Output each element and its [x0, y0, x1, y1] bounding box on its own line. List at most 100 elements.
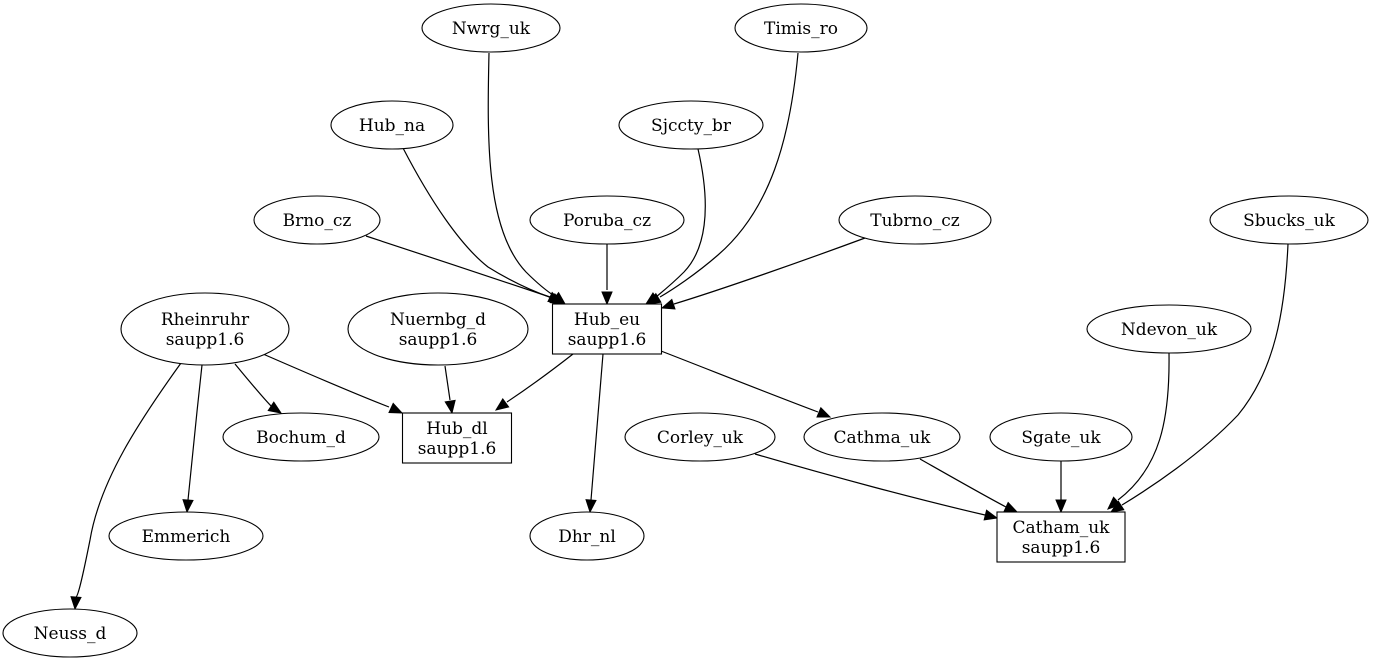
edge-line: [75, 362, 182, 598]
edge-line: [660, 350, 819, 413]
node-box: [996, 511, 1126, 563]
edge-line: [365, 235, 551, 298]
edge-line: [673, 237, 866, 305]
node-bochum-d[interactable]: Bochum_d: [222, 412, 380, 462]
node-brno-cz[interactable]: Brno_cz: [253, 195, 381, 245]
node-sublabel: saupp1.6: [399, 330, 478, 350]
arrowhead-icon: [644, 292, 660, 305]
node-hub-na[interactable]: Hub_na: [330, 100, 454, 150]
arrowhead-icon: [1109, 500, 1125, 513]
arrowhead-icon: [816, 406, 832, 418]
edge-line: [234, 363, 273, 408]
node-sublabel: saupp1.6: [418, 439, 497, 459]
edge-line: [1117, 352, 1170, 501]
node-box: [401, 412, 513, 464]
edge-sbucks_uk-to-catham_uk: [1109, 243, 1289, 513]
node-ellipse: [120, 292, 290, 366]
arrowhead-icon: [388, 402, 404, 414]
edge-line: [506, 353, 574, 403]
node-cathma-uk[interactable]: Cathma_uk: [803, 412, 961, 462]
arrowhead-icon: [494, 397, 510, 411]
node-label: Tubrno_cz: [870, 211, 960, 231]
node-label: Catham_uk: [1013, 518, 1111, 538]
edge-sgate_uk-to-catham_uk: [1055, 461, 1067, 514]
node-sgate-uk[interactable]: Sgate_uk: [989, 412, 1133, 462]
node-dhr-nl[interactable]: Dhr_nl: [529, 511, 645, 561]
edge-rheinruhr-to-bochum_d: [234, 363, 283, 414]
node-corley-uk[interactable]: Corley_uk: [624, 412, 776, 462]
node-label: Cathma_uk: [834, 428, 932, 448]
edge-sjccty_br-to-hub_eu: [644, 148, 706, 305]
edge-line: [919, 458, 1007, 508]
node-sublabel: saupp1.6: [1022, 538, 1101, 558]
node-label: Neuss_d: [34, 624, 107, 644]
edge-line: [402, 147, 553, 299]
node-label: Corley_uk: [657, 428, 744, 448]
node-ellipse: [624, 412, 776, 462]
node-label: Brno_cz: [283, 211, 352, 231]
edge-corley_uk-to-catham_uk: [754, 453, 999, 521]
node-ellipse: [734, 3, 868, 53]
edge-nuernbg_d-to-hub_dl: [444, 365, 456, 415]
edge-line: [1121, 243, 1289, 506]
node-ellipse: [222, 412, 380, 462]
node-label: Timis_ro: [764, 19, 838, 39]
edge-line: [659, 52, 799, 298]
arrowhead-icon: [267, 401, 283, 414]
node-label: Bochum_d: [256, 428, 346, 448]
node-box: [551, 303, 663, 355]
node-ellipse: [1209, 195, 1369, 245]
node-ellipse: [347, 292, 529, 366]
node-label: Rheinruhr: [161, 310, 250, 330]
edge-brno_cz-to-hub_eu: [365, 235, 563, 303]
node-ellipse: [1086, 304, 1252, 354]
node-ndevon-uk[interactable]: Ndevon_uk: [1086, 304, 1252, 354]
node-neuss-d[interactable]: Neuss_d: [2, 608, 138, 658]
node-poruba-cz[interactable]: Poruba_cz: [529, 195, 685, 245]
node-label: Sgate_uk: [1021, 428, 1101, 448]
node-label: Hub_eu: [574, 310, 640, 330]
edge-hub_eu-to-hub_dl: [494, 353, 574, 411]
arrowhead-icon: [585, 499, 597, 514]
edge-line: [262, 353, 390, 408]
node-ellipse: [421, 3, 561, 53]
edge-rheinruhr-to-hub_dl: [262, 353, 404, 414]
node-timis-ro[interactable]: Timis_ro: [734, 3, 868, 53]
node-sublabel: saupp1.6: [568, 330, 647, 350]
node-ellipse: [253, 195, 381, 245]
edge-rheinruhr-to-neuss_d: [70, 362, 182, 611]
edge-cathma_uk-to-catham_uk: [919, 458, 1019, 513]
node-sbucks-uk[interactable]: Sbucks_uk: [1209, 195, 1369, 245]
node-emmerich[interactable]: Emmerich: [108, 511, 264, 561]
node-label: Sjccty_br: [651, 116, 732, 136]
arrowhead-icon: [601, 291, 613, 306]
node-ellipse: [529, 511, 645, 561]
node-tubrno-cz[interactable]: Tubrno_cz: [838, 195, 992, 245]
arrowhead-icon: [1003, 501, 1019, 513]
node-label: Sbucks_uk: [1243, 211, 1335, 231]
arrowhead-icon: [660, 298, 676, 310]
arrowhead-icon: [547, 291, 563, 303]
node-label: Poruba_cz: [563, 211, 651, 231]
node-ellipse: [618, 100, 764, 150]
arrowhead-icon: [983, 509, 999, 521]
node-label: Ndevon_uk: [1121, 320, 1218, 340]
node-ellipse: [838, 195, 992, 245]
edge-poruba_cz-to-hub_eu: [601, 244, 613, 306]
node-label: Nwrg_uk: [452, 19, 531, 39]
edge-hub_eu-to-dhr_nl: [585, 353, 604, 514]
edge-line: [655, 148, 706, 298]
arrowhead-icon: [444, 399, 456, 415]
node-ellipse: [2, 608, 138, 658]
arrowhead-icon: [182, 499, 194, 514]
node-nwrg-uk[interactable]: Nwrg_uk: [421, 3, 561, 53]
edge-line: [590, 353, 604, 501]
node-sublabel: saupp1.6: [166, 330, 245, 350]
node-sjccty-br[interactable]: Sjccty_br: [618, 100, 764, 150]
